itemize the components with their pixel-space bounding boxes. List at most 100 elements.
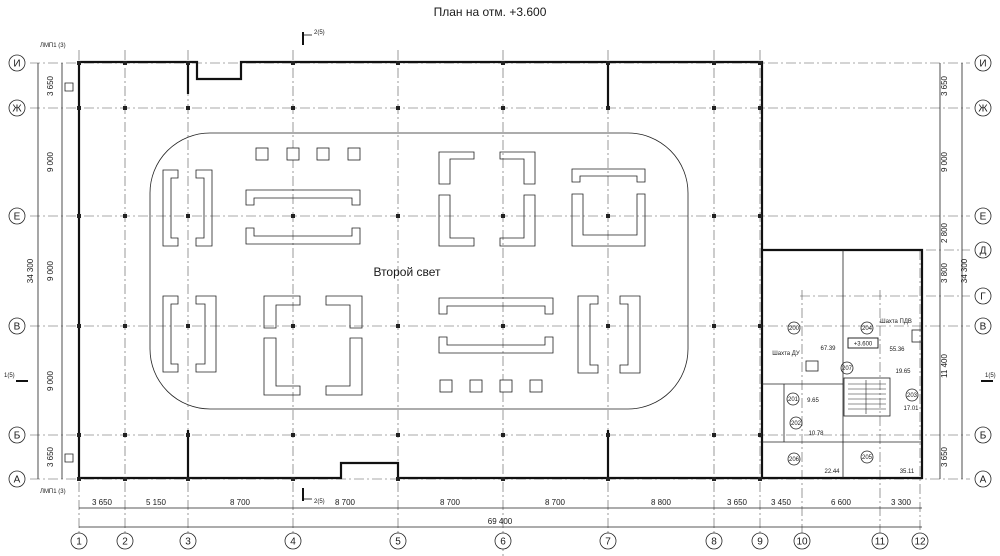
dim-text: 8 700 — [335, 498, 356, 507]
area-value: 67.39 — [820, 346, 836, 352]
column — [396, 214, 400, 218]
column — [186, 477, 190, 481]
right-dimensions: 3 650 9 000 2 800 3 800 11 400 3 650 34 … — [940, 75, 969, 467]
section-mark-left: 1(5) — [4, 373, 15, 379]
svg-text:4: 4 — [290, 537, 296, 548]
dim-total-left: 34 300 — [26, 258, 35, 283]
service-block-rooms — [762, 250, 923, 478]
dim-text: 11 400 — [940, 354, 949, 378]
column — [77, 106, 81, 110]
axis-bubble-3: 3 — [179, 532, 197, 550]
shaft-label: Шахта ПДВ — [880, 319, 912, 325]
column — [291, 477, 295, 481]
column — [77, 477, 81, 481]
room-number: 203 — [907, 393, 918, 399]
axis-bubble-right-Г: Г — [974, 287, 992, 305]
svg-text:Д: Д — [980, 246, 987, 257]
section-mark-bottom: 2(5) — [314, 499, 325, 505]
column — [758, 106, 762, 110]
svg-text:А: А — [980, 475, 987, 486]
column — [291, 61, 295, 65]
column — [77, 433, 81, 437]
dim-text: 2 800 — [940, 222, 949, 243]
axis-bubble-8: 8 — [705, 532, 723, 550]
axis-bubble-left-И: И — [8, 54, 26, 72]
exterior-walls — [77, 60, 924, 480]
room-number: 207 — [842, 366, 853, 372]
dim-text: 8 800 — [651, 498, 672, 507]
column — [606, 477, 610, 481]
lmp-label: ЛМП1 (3) — [40, 489, 66, 495]
area-value: 19.65 — [895, 369, 911, 375]
column — [186, 433, 190, 437]
column — [123, 477, 127, 481]
grid-lines-vertical — [78, 50, 921, 556]
svg-text:3: 3 — [185, 537, 191, 548]
column — [758, 324, 762, 328]
atrium-label: Второй свет — [373, 265, 441, 279]
columns — [77, 61, 762, 481]
room-number: 202 — [791, 421, 802, 427]
svg-text:7: 7 — [605, 537, 611, 548]
column — [606, 214, 610, 218]
room-number: 200 — [789, 326, 800, 332]
column — [77, 324, 81, 328]
column — [501, 61, 505, 65]
axis-bubble-6: 6 — [494, 532, 512, 550]
section-mark-right: 1(5) — [985, 373, 996, 379]
area-value: 35.11 — [900, 469, 915, 475]
shelving — [162, 147, 646, 396]
dim-text: 5 150 — [146, 498, 167, 507]
axis-bubble-right-Д: Д — [974, 241, 992, 259]
dim-text: 3 300 — [891, 498, 912, 507]
column — [77, 61, 81, 65]
room-number: 201 — [788, 397, 799, 403]
svg-text:Ж: Ж — [978, 104, 988, 115]
area-value: 10.78 — [808, 431, 824, 437]
area-value: 17.01 — [903, 406, 919, 412]
dim-text: 9 000 — [46, 370, 55, 391]
axis-bubble-2: 2 — [116, 532, 134, 550]
axis-bubble-right-И: И — [974, 54, 992, 72]
axis-bubble-right-Е: Е — [974, 207, 992, 225]
room-number: 205 — [862, 455, 873, 461]
column — [606, 61, 610, 65]
column — [501, 214, 505, 218]
column — [396, 477, 400, 481]
column — [186, 214, 190, 218]
dim-text: 3 650 — [940, 75, 949, 96]
column — [712, 61, 716, 65]
dim-text: 9 000 — [46, 151, 55, 172]
column — [712, 324, 716, 328]
area-value: 9.65 — [807, 398, 819, 404]
column — [123, 214, 127, 218]
column — [758, 433, 762, 437]
bottom-dimensions: 3 650 5 150 8 700 8 700 8 700 8 700 8 80… — [92, 498, 912, 526]
room-areas: 67.39 55.36 19.65 17.01 9.65 10.78 22.44… — [807, 346, 919, 475]
svg-text:И: И — [13, 59, 20, 70]
column — [291, 106, 295, 110]
column — [291, 324, 295, 328]
svg-text:Е: Е — [14, 212, 21, 223]
dimension-lines — [37, 63, 963, 528]
column — [712, 106, 716, 110]
axis-bubble-left-А: А — [8, 470, 26, 488]
column — [123, 324, 127, 328]
column — [712, 214, 716, 218]
column — [758, 61, 762, 65]
column — [291, 214, 295, 218]
dim-text: 3 650 — [727, 498, 748, 507]
column — [501, 106, 505, 110]
column — [123, 61, 127, 65]
axis-bubble-10: 10 — [793, 532, 811, 550]
dim-text: 9 000 — [46, 260, 55, 281]
dim-text: 3 650 — [46, 75, 55, 96]
axis-bubble-right-А: А — [974, 470, 992, 488]
svg-text:1: 1 — [76, 537, 82, 548]
column — [501, 433, 505, 437]
shaft-label: Шахта ДУ — [772, 351, 800, 357]
axis-bubble-11: 11 — [871, 532, 889, 550]
column — [501, 324, 505, 328]
